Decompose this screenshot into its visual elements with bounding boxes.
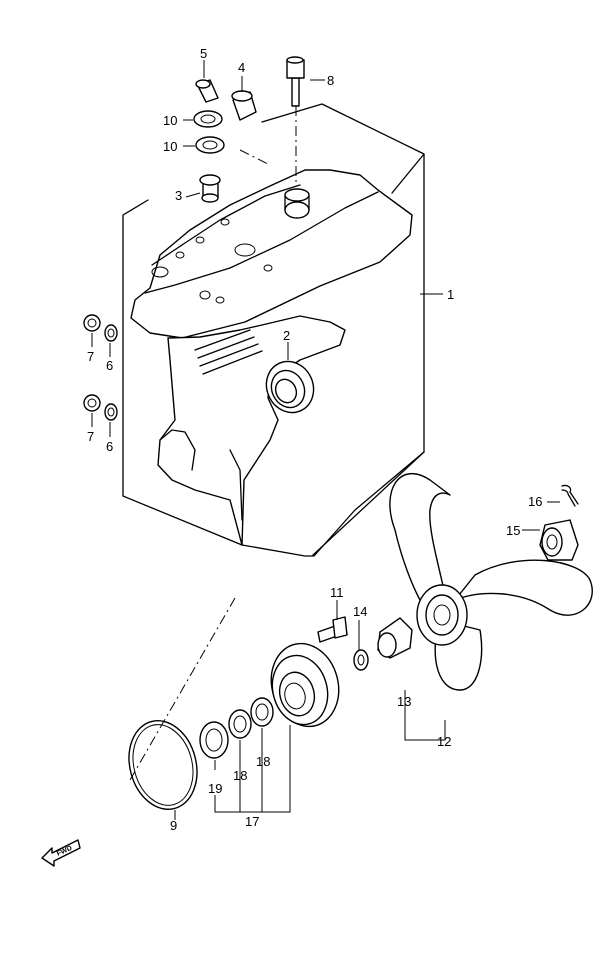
seal-18b bbox=[250, 697, 274, 727]
callout-1: 1 bbox=[447, 287, 454, 302]
callout-3: 3 bbox=[175, 188, 182, 203]
callout-7b: 7 bbox=[87, 429, 94, 444]
leader-lines bbox=[91, 60, 560, 820]
plug-7a bbox=[83, 314, 101, 332]
nut-15 bbox=[539, 519, 579, 561]
callout-10a: 10 bbox=[163, 113, 177, 128]
callout-4: 4 bbox=[238, 60, 245, 75]
callout-2: 2 bbox=[283, 328, 290, 343]
seal-10b bbox=[195, 136, 225, 154]
callout-17: 17 bbox=[245, 814, 259, 829]
gear-case-housing bbox=[130, 169, 413, 546]
callout-12: 12 bbox=[437, 734, 451, 749]
callout-16: 16 bbox=[528, 494, 542, 509]
bolt-5 bbox=[195, 79, 219, 103]
housing-frame bbox=[122, 103, 425, 557]
callout-5: 5 bbox=[200, 46, 207, 61]
callout-13: 13 bbox=[397, 694, 411, 709]
callout-18b: 18 bbox=[256, 754, 270, 769]
fwd-arrow-icon: FWD bbox=[41, 839, 81, 867]
bolt-11 bbox=[317, 616, 348, 643]
callout-9: 9 bbox=[170, 818, 177, 833]
bearing-2 bbox=[265, 360, 315, 414]
propeller-12 bbox=[389, 473, 593, 691]
callout-8: 8 bbox=[327, 73, 334, 88]
callout-11: 11 bbox=[330, 585, 344, 600]
callout-6b: 6 bbox=[106, 439, 113, 454]
bushing-3 bbox=[199, 174, 221, 203]
washer-14 bbox=[353, 649, 369, 671]
bearing-19 bbox=[199, 721, 229, 759]
callout-19: 19 bbox=[208, 781, 222, 796]
gasket-6b bbox=[104, 403, 118, 421]
callout-10b: 10 bbox=[163, 139, 177, 154]
bolt-8 bbox=[286, 56, 305, 107]
callout-6a: 6 bbox=[106, 358, 113, 373]
o-ring-9 bbox=[128, 720, 198, 810]
callout-labels: 1 2 3 4 5 6 6 7 7 8 9 10 10 11 12 13 14 … bbox=[87, 46, 542, 833]
seal-18a bbox=[228, 709, 252, 739]
callout-7a: 7 bbox=[87, 349, 94, 364]
seal-10a bbox=[193, 110, 223, 128]
bushing-4 bbox=[231, 90, 257, 121]
propeller-shaft-housing bbox=[270, 642, 340, 728]
cotter-pin-16 bbox=[561, 484, 579, 507]
spline-bushing-13 bbox=[377, 617, 413, 659]
center-lines bbox=[129, 106, 297, 781]
callout-18a: 18 bbox=[233, 768, 247, 783]
callout-15: 15 bbox=[506, 523, 520, 538]
plug-7b bbox=[83, 394, 101, 412]
gasket-6a bbox=[104, 324, 118, 342]
callout-14: 14 bbox=[353, 604, 367, 619]
